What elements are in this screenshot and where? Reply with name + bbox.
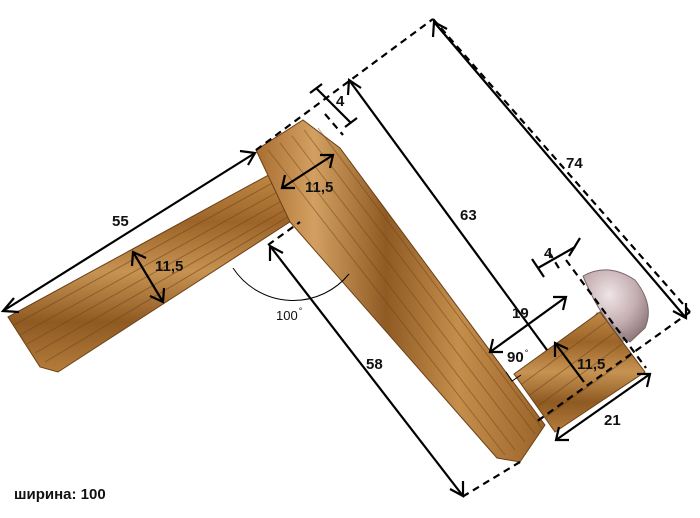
dim-74: 74 xyxy=(431,20,688,320)
angle-label-90: 90° xyxy=(507,348,529,366)
main-sloped-beam xyxy=(255,119,546,463)
short-bottom-beam xyxy=(513,311,646,433)
dim-63: 63 xyxy=(346,78,548,351)
dim-11-5-right: 11,5 xyxy=(553,341,605,383)
dim-label-11-5-right: 11,5 xyxy=(577,356,605,373)
dim-label-58: 58 xyxy=(366,356,383,373)
dim-55: 55 xyxy=(0,149,257,314)
dim-4-right: 4 xyxy=(531,237,581,278)
dim-label-63: 63 xyxy=(460,207,477,224)
angle-90: 90° xyxy=(505,348,529,382)
dim-label-4-right: 4 xyxy=(544,245,553,262)
dim-label-11-5-top: 11,5 xyxy=(305,179,333,196)
dashed-guides xyxy=(255,18,691,498)
dim-label-11-5-left: 11,5 xyxy=(155,258,183,275)
dim-11-5-left: 11,5 xyxy=(130,250,183,304)
dim-19: 19 xyxy=(488,295,568,354)
dim-label-4-top: 4 xyxy=(336,93,345,110)
angle-100: 100° xyxy=(232,267,350,323)
dim-4-top: 4 xyxy=(309,83,358,128)
dim-label-55: 55 xyxy=(112,213,129,230)
left-rafter-beam xyxy=(7,171,300,373)
angle-label-100: 100° xyxy=(276,306,303,323)
dim-label-74: 74 xyxy=(566,155,583,172)
dim-11-5-top: 11,5 xyxy=(280,153,335,196)
dim-label-21: 21 xyxy=(604,412,621,429)
dim-label-19: 19 xyxy=(512,305,529,322)
dim-58: 58 xyxy=(268,244,465,498)
width-note: ширина: 100 xyxy=(14,486,106,503)
dim-21: 21 xyxy=(554,372,652,442)
